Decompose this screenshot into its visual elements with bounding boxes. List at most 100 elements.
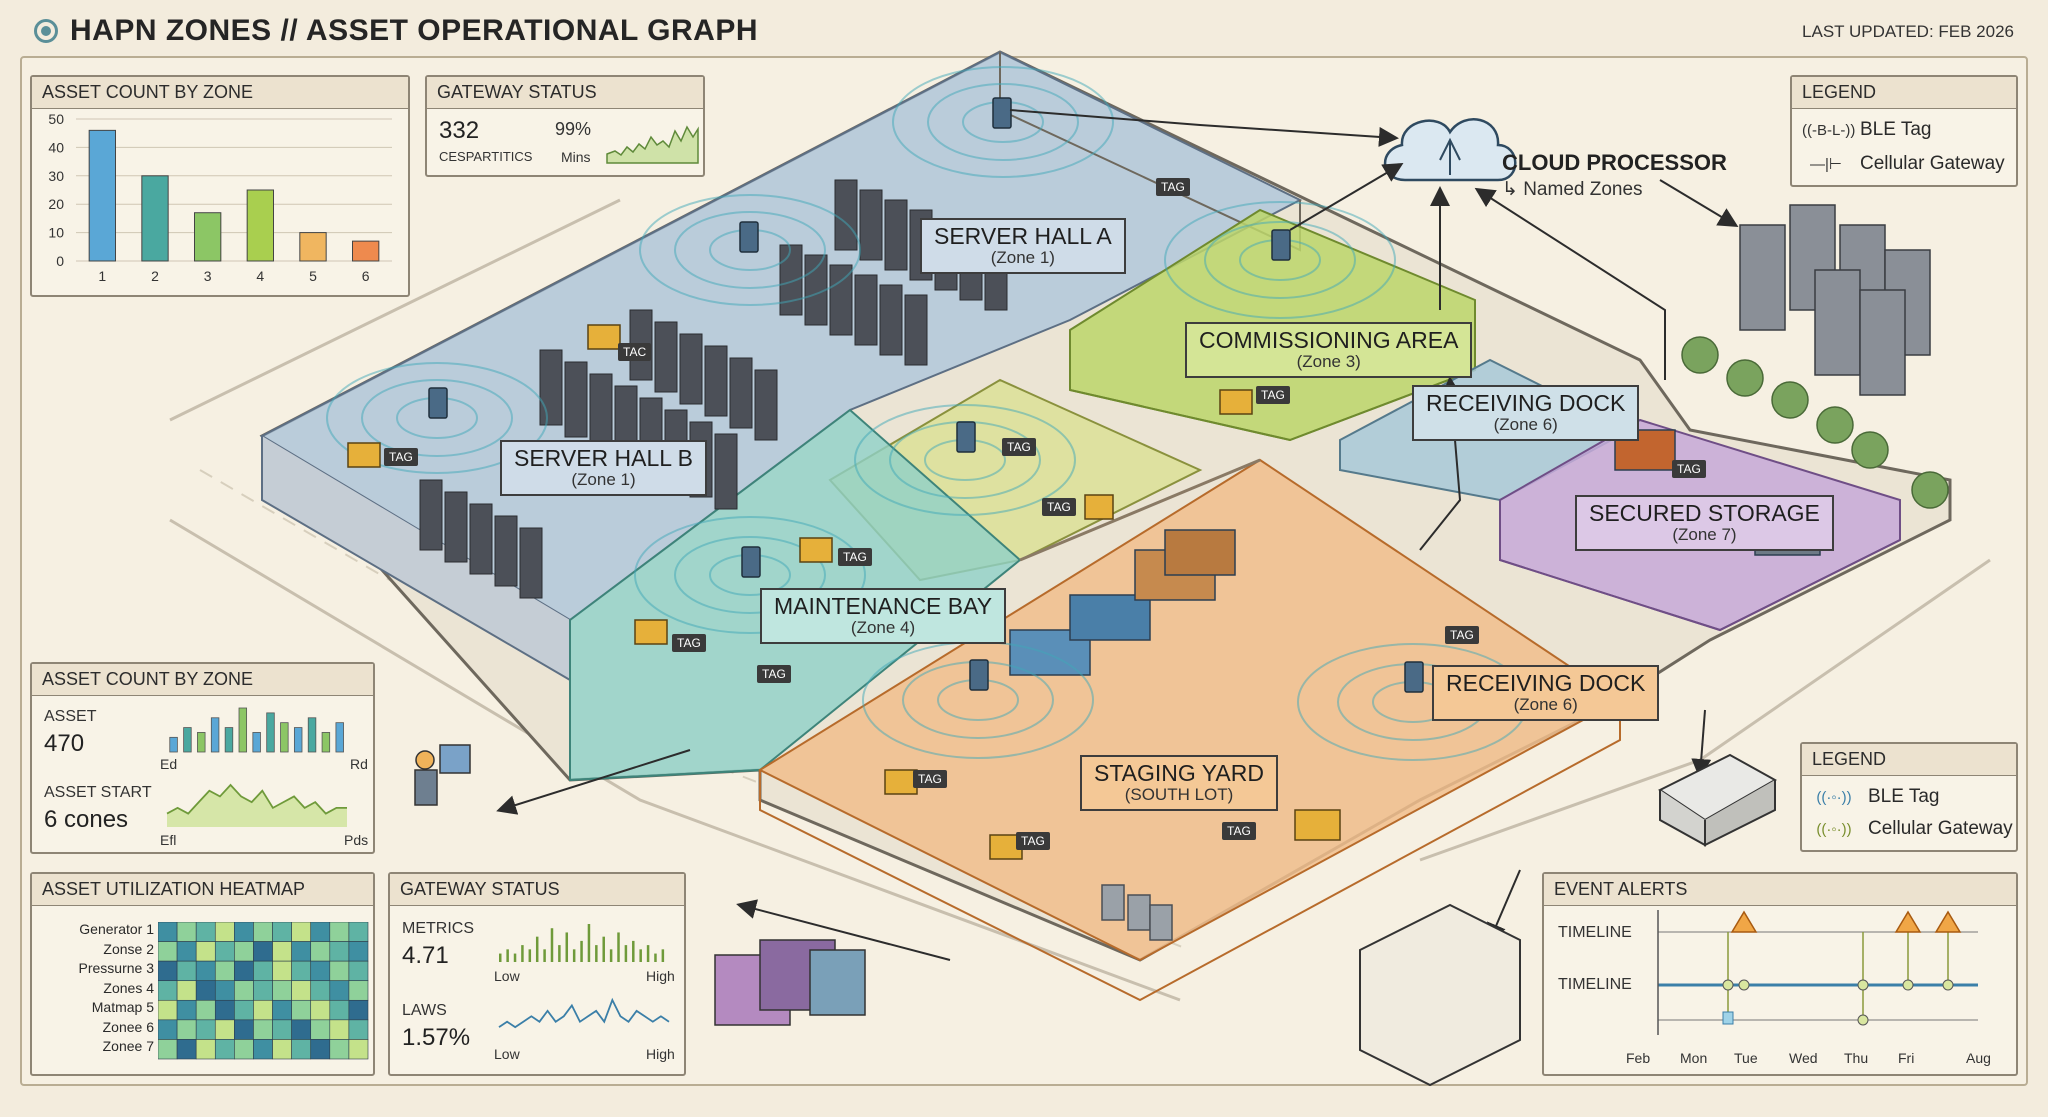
heatmap-cell bbox=[214, 960, 235, 982]
y-tick-label: 20 bbox=[48, 196, 64, 212]
x-tick-label: 1 bbox=[98, 268, 106, 284]
cellular-gateway-icon: ((·◦·)) bbox=[1816, 820, 1852, 838]
heatmap-cell bbox=[234, 999, 254, 1021]
heatmap-cell bbox=[176, 1039, 197, 1060]
asset-mini-bar-chart bbox=[169, 707, 344, 753]
x-tick-label: 5 bbox=[309, 268, 317, 284]
x-tick-label: 2 bbox=[151, 268, 159, 284]
gateway-device bbox=[1658, 753, 1778, 847]
asset-tag[interactable]: TAG bbox=[913, 770, 947, 788]
panel-title: LEGEND bbox=[1802, 744, 2016, 776]
heatmap-cell bbox=[253, 960, 273, 982]
heatmap-cell bbox=[291, 999, 312, 1021]
spark-bar bbox=[543, 949, 546, 962]
heatmap-cell bbox=[158, 999, 178, 1021]
y-tick-label: 10 bbox=[48, 225, 64, 241]
y-tick-label: 0 bbox=[56, 253, 64, 269]
heatmap-cell bbox=[253, 980, 273, 1001]
heatmap-cell bbox=[348, 980, 369, 1001]
heatmap-cell bbox=[329, 922, 350, 942]
heatmap-cell bbox=[310, 1039, 331, 1060]
wall bbox=[1069, 300, 1476, 442]
asset-tag[interactable]: TAG bbox=[838, 548, 872, 566]
asset-tag[interactable]: TAG bbox=[1222, 822, 1256, 840]
heatmap-cell bbox=[195, 999, 216, 1021]
mini-bar bbox=[224, 727, 234, 753]
heatmap-cell bbox=[348, 1039, 369, 1060]
mini-bar bbox=[266, 712, 275, 753]
asset-tag[interactable]: TAC bbox=[618, 343, 652, 361]
asset-tag[interactable]: TAG bbox=[1445, 626, 1479, 644]
road bbox=[169, 198, 1181, 1002]
asset-tag[interactable]: TAG bbox=[1256, 386, 1290, 404]
cellular-gateways bbox=[428, 97, 1424, 693]
panel-title: EVENT ALERTS bbox=[1544, 874, 2016, 906]
spark-bar bbox=[609, 949, 613, 962]
bar-axis-left: Ed bbox=[160, 756, 178, 772]
heatmap-cell bbox=[176, 941, 197, 962]
loading-bay-box bbox=[1359, 903, 1521, 1087]
tracked-assets bbox=[347, 324, 1341, 860]
bar-axis-right: Rd bbox=[350, 756, 368, 772]
alert-warning-icon bbox=[1894, 910, 1922, 933]
asset-tag[interactable]: TAG bbox=[757, 665, 791, 683]
asset-start-label: ASSET START bbox=[44, 784, 152, 801]
heatmap-cell bbox=[291, 941, 312, 962]
spark-bar bbox=[646, 945, 650, 962]
heatmap-cell bbox=[214, 1019, 235, 1040]
timeline-axis-label: Fri bbox=[1898, 1050, 1915, 1066]
heatmap-cell bbox=[234, 960, 254, 982]
heatmap-cell bbox=[234, 980, 254, 1001]
asset-tag[interactable]: TAG bbox=[672, 634, 706, 652]
wall bbox=[759, 700, 1621, 1002]
panel-title: LEGEND bbox=[1792, 77, 2016, 109]
heatmap-cell bbox=[291, 980, 312, 1001]
y-tick-label: 30 bbox=[48, 168, 64, 184]
barrels bbox=[1101, 884, 1173, 941]
line-axis-right: Pds bbox=[344, 832, 369, 848]
spark1-low: Low bbox=[494, 968, 520, 984]
zone-label-maintenance-bay: MAINTENANCE BAY(Zone 4) bbox=[760, 588, 1007, 644]
heatmap-cell bbox=[272, 999, 292, 1021]
timeline-row-1-label: TIMELINE bbox=[1558, 924, 1632, 941]
heatmap-cell bbox=[234, 941, 254, 962]
asset-tag[interactable]: TAG bbox=[1156, 178, 1190, 196]
heatmap-row-label: Zonee 6 bbox=[102, 1018, 154, 1035]
heatmap-cell bbox=[291, 922, 312, 942]
heatmap-cell bbox=[348, 960, 369, 982]
panel-title: ASSET UTILIZATION HEATMAP bbox=[32, 874, 373, 906]
heatmap-cell bbox=[310, 999, 331, 1021]
mini-bar bbox=[321, 732, 331, 753]
gateway-status-panel-bottom: GATEWAY STATUS METRICS 4.71 LAWS 1.57% L… bbox=[388, 872, 686, 1076]
heatmap-cell bbox=[310, 980, 331, 1001]
page-title: HAPN ZONES // ASSET OPERATIONAL GRAPH bbox=[34, 14, 758, 48]
spark2-low: Low bbox=[494, 1046, 520, 1062]
heatmap-cell bbox=[195, 941, 216, 962]
asset-tag[interactable]: TAG bbox=[1016, 832, 1050, 850]
mini-bar bbox=[210, 717, 220, 753]
asset-tag[interactable]: TAG bbox=[1002, 438, 1036, 456]
spark-bar bbox=[595, 945, 598, 962]
mini-bar bbox=[169, 736, 178, 753]
asset-tag[interactable]: TAG bbox=[384, 448, 418, 466]
spark-bar bbox=[572, 949, 576, 962]
heatmap-cell bbox=[291, 1039, 312, 1060]
heatmap-row-label: Matmap 5 bbox=[91, 999, 154, 1015]
operator-workstation bbox=[414, 744, 471, 806]
timeline-axis-label: Wed bbox=[1789, 1050, 1818, 1066]
asset-tag[interactable]: TAG bbox=[1042, 498, 1076, 516]
bar bbox=[141, 175, 169, 262]
asset-tag[interactable]: TAG bbox=[1672, 460, 1706, 478]
spark-bar bbox=[624, 945, 628, 962]
event-timeline bbox=[1657, 910, 1978, 1035]
heatmap-cell bbox=[329, 1039, 350, 1060]
x-tick-label: 3 bbox=[204, 268, 212, 284]
metrics-value: 4.71 bbox=[402, 942, 449, 969]
heatmap-cell bbox=[348, 1019, 369, 1040]
heatmap-cell bbox=[158, 1019, 178, 1040]
heatmap-cell bbox=[195, 922, 216, 942]
